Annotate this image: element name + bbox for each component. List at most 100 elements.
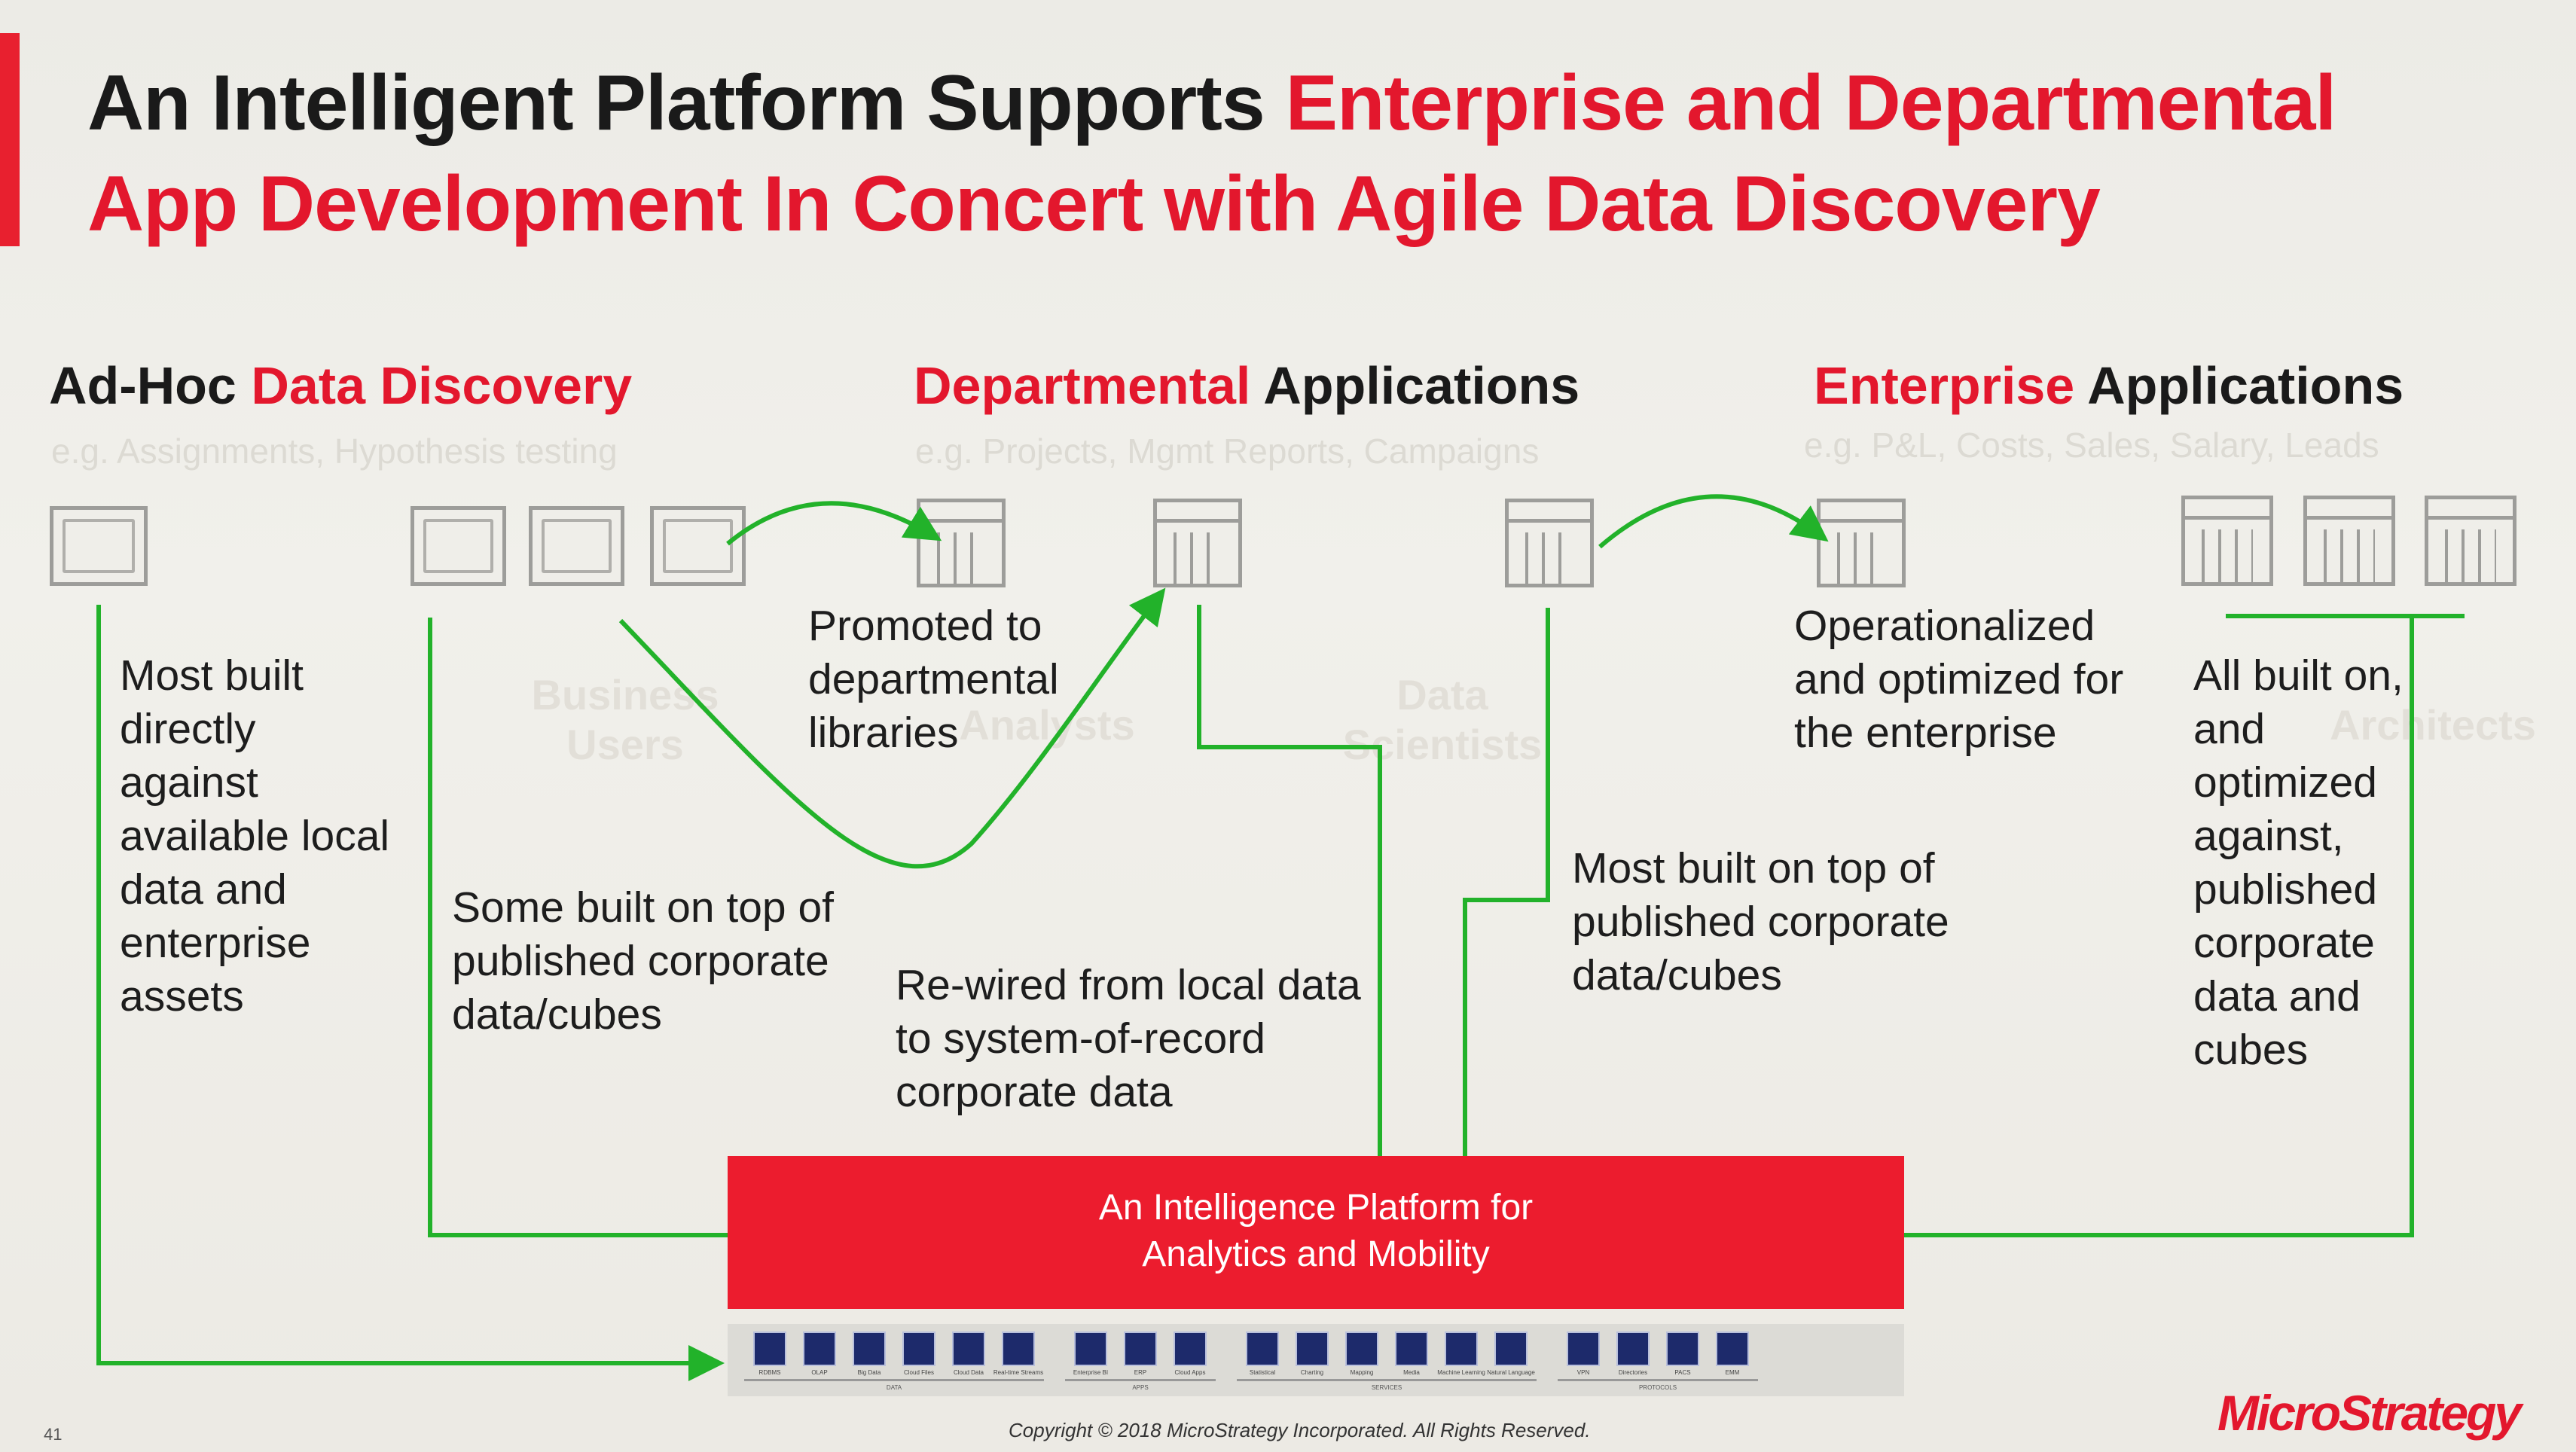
dashboard-doc-icon [50,506,148,586]
capability-item: RDBMS [752,1332,788,1376]
capability-label: Natural Language [1487,1369,1535,1376]
capability-label: Mapping [1350,1369,1374,1376]
ghost-role-architects: Architects [2330,701,2536,749]
mapping-icon [1345,1332,1378,1366]
enterprise-bi-icon [1074,1332,1107,1366]
dashboard-doc-icon [411,506,506,586]
title-black: An Intelligent Platform Supports [87,59,1286,147]
app-icon [2303,496,2395,586]
emm-icon [1716,1332,1749,1366]
capability-item: Natural Language [1487,1332,1535,1376]
title-accent-bar [0,33,20,246]
heading-red: Departmental [914,356,1251,415]
group-label: DATA [886,1384,902,1391]
capability-item: PACS [1665,1332,1701,1376]
big-data-icon [853,1332,886,1366]
app-icon [2181,496,2273,586]
directories-icon [1616,1332,1650,1366]
capability-item: ERP [1122,1332,1158,1376]
capability-item: OLAP [801,1332,838,1376]
erp-icon [1124,1332,1157,1366]
slide-title-line1: An Intelligent Platform Supports Enterpr… [87,54,2336,152]
note-some-built: Some built on top of published corporate… [452,883,834,1039]
capability-item: Cloud Apps [1172,1332,1208,1376]
dashboard-doc-icon [650,506,746,586]
cloud-apps-icon [1174,1332,1207,1366]
group-label: APPS [1132,1384,1149,1391]
capability-label: Charting [1300,1369,1324,1376]
capability-item: VPN [1565,1332,1601,1376]
capability-item: Statistical [1244,1332,1280,1376]
departmental-subtitle: e.g. Projects, Mgmt Reports, Campaigns [915,432,1540,471]
dept-to-platform-line [1197,605,1382,1156]
ghost-role-analysts: Analysts [959,701,1135,749]
note-rewired: Re-wired from local data to system-of-re… [896,961,1361,1116]
capability-item: Charting [1294,1332,1330,1376]
pacs-icon [1666,1332,1699,1366]
capability-label: OLAP [811,1369,828,1376]
capability-item: Big Data [851,1332,887,1376]
promote-arrow [726,501,942,546]
heading-black: Applications [1250,356,1580,415]
app-icon [2425,496,2516,586]
rewire-curve [618,587,1166,869]
capability-item: Mapping [1344,1332,1380,1376]
capability-item: Enterprise BI [1073,1332,1109,1376]
adhoc-to-data-line [96,605,725,1381]
group-label: SERVICES [1371,1384,1402,1391]
machine-learning-icon [1445,1332,1478,1366]
capability-label: VPN [1576,1369,1590,1376]
dept2-to-platform-line [1463,608,1550,1156]
capability-item: Cloud Data [951,1332,987,1376]
capability-item: EMM [1714,1332,1750,1376]
olap-icon [803,1332,836,1366]
cloud-files-icon [902,1332,935,1366]
ghost-role-data-scientists: Data Scientists [1342,671,1543,768]
capability-label: Cloud Files [903,1369,934,1376]
dashboard-doc-icon [529,506,624,586]
heading-red: Data Discovery [251,356,633,415]
platform-line1: An Intelligence Platform for [1098,1188,1534,1228]
title-red: Enterprise and Departmental [1285,59,2337,147]
app-icon [1505,499,1594,587]
enterprise-subtitle: e.g. P&L, Costs, Sales, Salary, Leads [1804,426,2379,465]
section-departmental-heading: Departmental Applications [914,355,1579,416]
cloud-data-icon [952,1332,985,1366]
app-icon [917,499,1006,587]
note-operationalized: Operationalized and optimized for the en… [1794,602,2124,757]
group-label: PROTOCOLS [1638,1384,1677,1391]
note-promoted: Promoted to departmental libraries [808,602,1059,757]
app-icon [1153,499,1242,587]
enterprise-bracket-line [1904,614,2465,1237]
page-number: 41 [44,1425,63,1444]
capability-label: RDBMS [758,1369,781,1376]
capability-label: Statistical [1249,1369,1276,1376]
app-icon [1817,499,1906,587]
capability-label: ERP [1134,1369,1147,1376]
capability-label: EMM [1725,1369,1740,1376]
vpn-icon [1567,1332,1600,1366]
capability-item: Real-time Streams [993,1332,1043,1376]
natural-language-icon [1494,1332,1528,1366]
platform-line2: Analytics and Mobility [1142,1234,1490,1274]
heading-red: Enterprise [1814,356,2075,415]
section-enterprise-heading: Enterprise Applications [1814,355,2404,416]
capability-label: Enterprise BI [1073,1369,1109,1376]
capability-label: Cloud Apps [1174,1369,1206,1376]
adhoc-to-platform-line [428,618,728,1237]
copyright: Copyright © 2018 MicroStrategy Incorpora… [1009,1419,1591,1441]
capability-label: PACS [1674,1369,1691,1376]
charting-icon [1296,1332,1329,1366]
capability-item: Cloud Files [901,1332,937,1376]
capability-item: Machine Learning [1437,1332,1485,1376]
real-time-streams-icon [1002,1332,1035,1366]
rdbms-icon [753,1332,786,1366]
capability-label: Cloud Data [953,1369,984,1376]
adhoc-subtitle: e.g. Assignments, Hypothesis testing [51,432,618,471]
operationalize-arrow [1598,494,1829,549]
